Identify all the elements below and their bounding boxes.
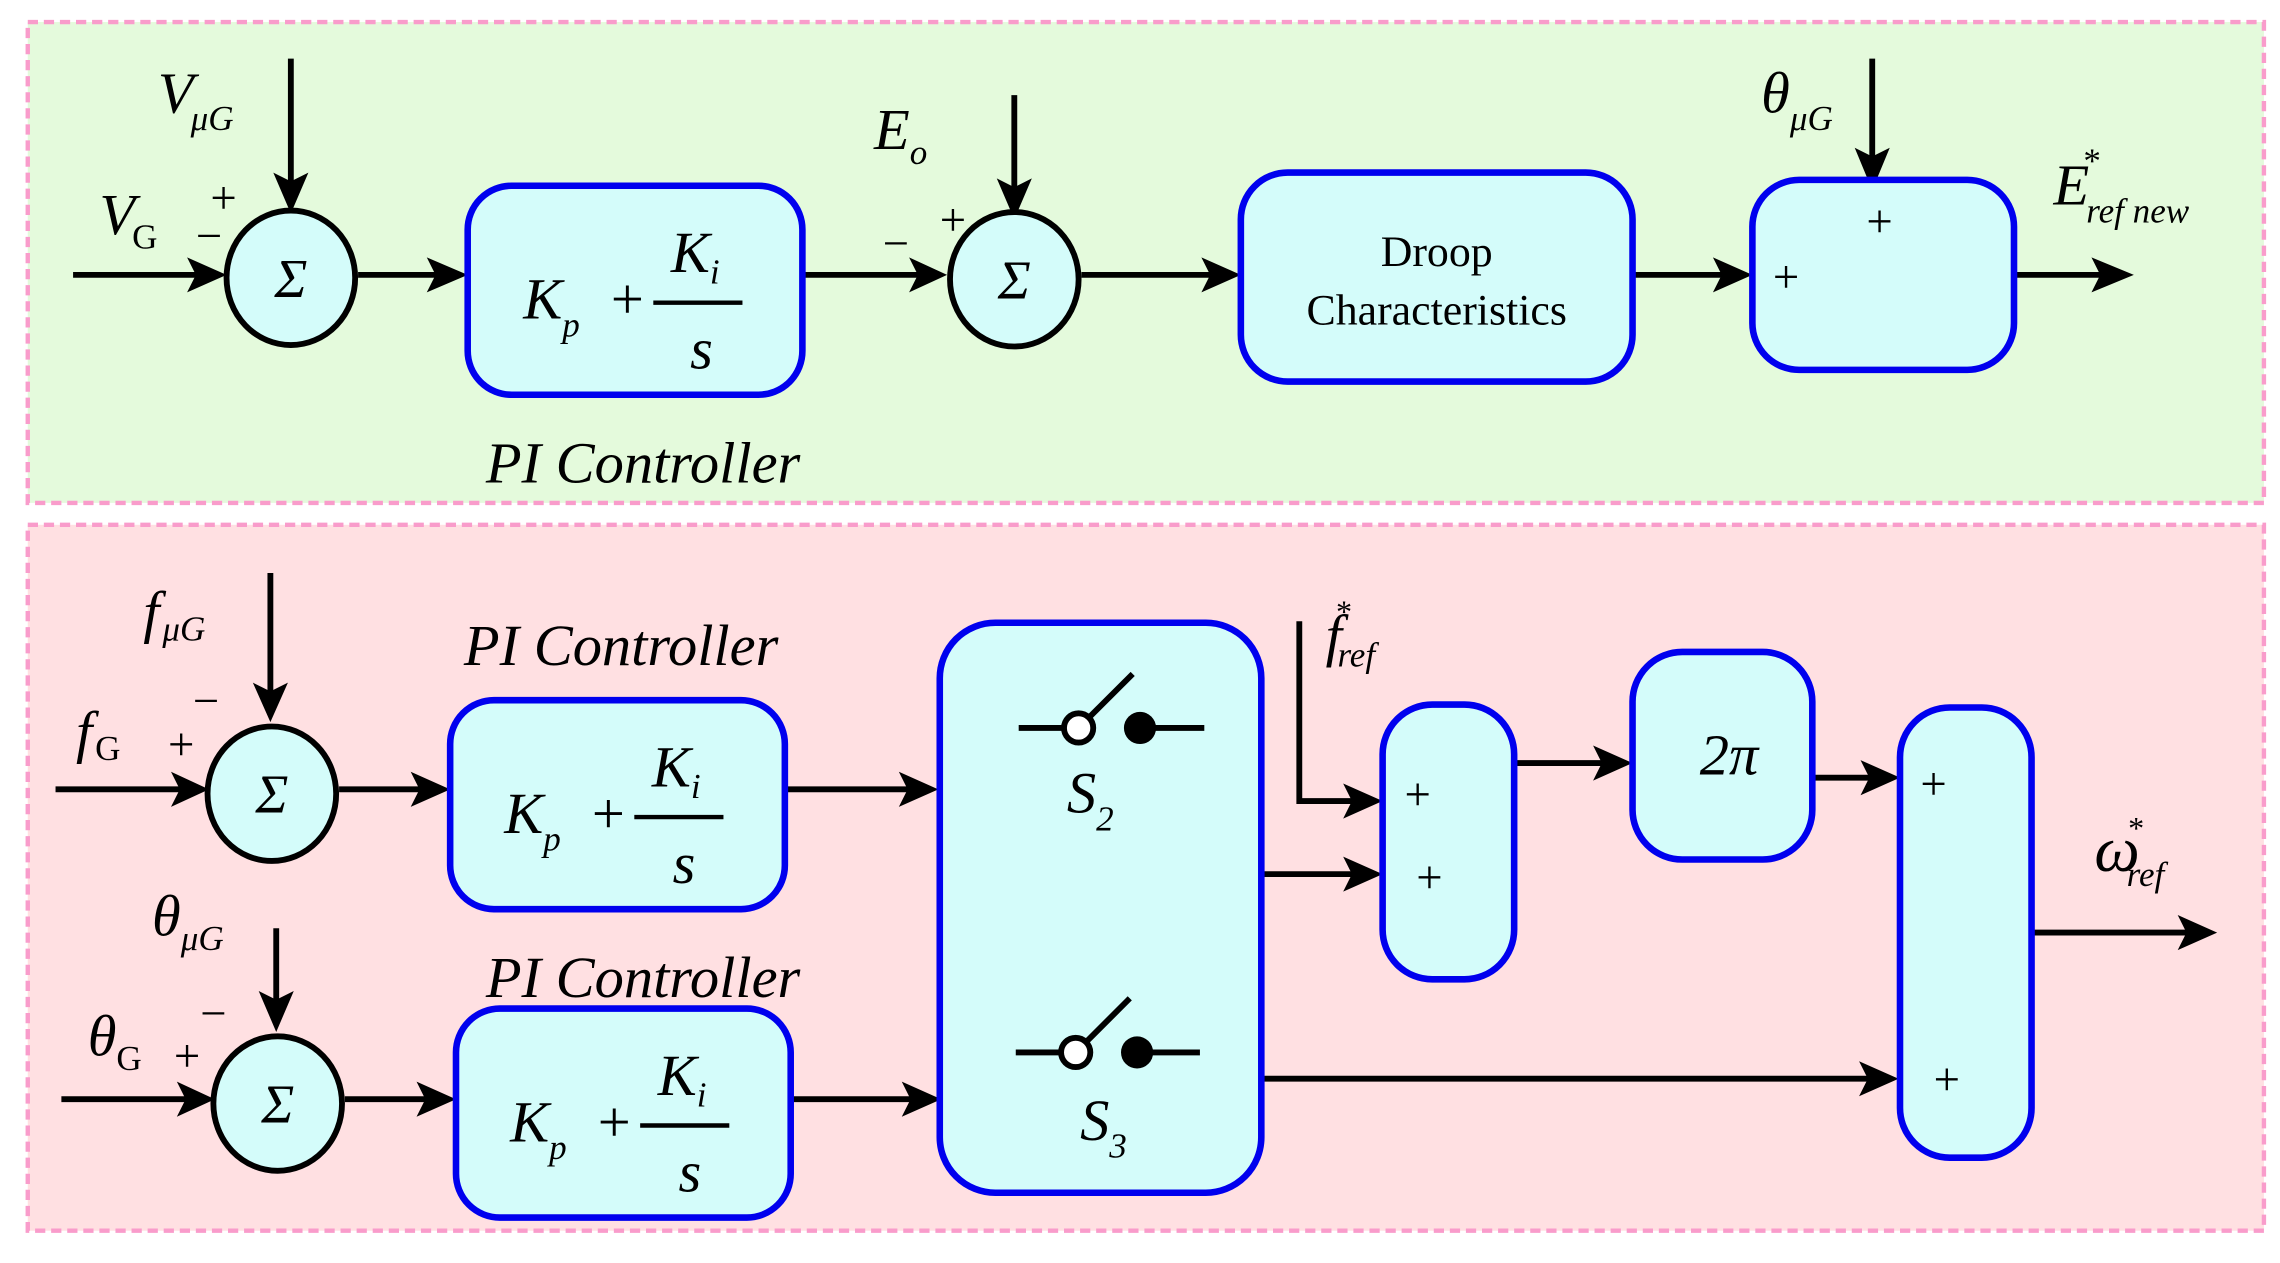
sign-plus: + [1773,251,1799,303]
summing-junction [223,207,359,348]
pi-controller-label: PI Controller [485,430,801,495]
svg-text:+: + [598,1090,631,1155]
sign-minus: − [196,211,222,263]
arrowhead [252,682,288,723]
adder-block [1896,704,2035,1161]
svg-text:s: s [673,831,696,896]
summing-junction [204,723,340,864]
svg-text:Kp: Kp [509,1090,567,1168]
arrowhead [2091,257,2134,293]
sign-plus: + [210,173,236,225]
sign-plus: + [940,194,966,246]
gain-label: 2π [1700,723,1760,788]
sign-minus: − [883,218,909,270]
arrowhead [901,1081,942,1117]
sign-plus: + [1934,1054,1960,1106]
sign-plus: + [1920,759,1946,811]
v-ug-label: VμG [158,61,234,139]
svg-text:s: s [690,316,713,381]
arrowhead [410,771,451,807]
droop-label-line2: Characteristics [1306,287,1566,335]
svg-text:Kp: Kp [522,267,580,345]
sigma-symbol: Σ [260,1075,294,1136]
e-o-label: Eo [873,97,927,172]
pi-controller-label: PI Controller [463,613,779,678]
arrowhead [898,771,939,807]
svg-text:s: s [678,1139,701,1204]
f-ref-label: f*ref [1326,594,1380,675]
sign-plus: + [168,719,194,771]
svg-text:Ki: Ki [670,220,720,292]
sign-minus: − [193,675,219,727]
adder-block [1379,701,1518,983]
sign-plus: + [1866,196,1892,248]
sign-plus: + [1416,852,1442,904]
arrowhead [1859,1061,1899,1097]
theta-g-label: θG [88,1003,142,1078]
omega-ref-label: ω*ref [2094,810,2168,894]
top-wires [73,58,2134,293]
pi-transfer-function: Kp + Ki s [503,734,724,896]
v-g-label: VG [99,182,157,257]
arrowhead [996,178,1032,220]
svg-text:Kp: Kp [503,781,561,859]
arrowhead [273,172,309,214]
pi-controller-label: PI Controller [485,945,801,1010]
droop-characteristics-block [1237,169,1636,385]
arrowhead [416,1081,456,1117]
switch-s2[interactable] [1018,671,1205,746]
bottom-wires [55,573,2218,1117]
svg-text:Ki: Ki [657,1043,707,1115]
svg-text:Ki: Ki [651,734,701,806]
droop-label-line1: Droop [1381,228,1493,276]
switch-s3[interactable] [1015,996,1200,1070]
arrowhead [1712,257,1753,293]
arrowhead [909,257,948,293]
sigma-symbol: Σ [254,765,288,826]
summing-junction [210,1033,345,1174]
arrowhead [2177,915,2218,951]
sign-minus: − [200,988,226,1040]
arrowhead [1593,745,1633,781]
sigma-symbol: Σ [997,250,1031,311]
arrowhead [1201,257,1241,293]
theta-ug-label: θμG [1761,61,1833,139]
arrowhead [1854,147,1890,191]
summing-junction [947,209,1082,350]
gain-block [1629,648,1816,863]
arrowhead [171,771,209,807]
svg-text:+: + [592,781,625,846]
arrowhead [176,1081,215,1117]
theta-ug-label: θμG [152,883,224,958]
pi-controller-block [446,696,789,913]
svg-text:+: + [611,267,644,332]
adder-block [1749,176,2018,374]
pi-transfer-function: Kp + Ki s [509,1043,730,1204]
arrowhead [258,991,294,1032]
arrowhead [1343,783,1383,819]
pi-controller-block [452,1005,794,1221]
pi-controller-block [464,182,806,399]
sigma-symbol: Σ [273,249,307,310]
switch-s2-label: S2 [1067,761,1114,839]
sign-plus: + [1405,769,1431,821]
arrowhead [426,257,468,293]
switch-s3-label: S3 [1080,1088,1127,1166]
arrowhead [1343,856,1383,892]
arrowhead [1860,760,1900,796]
pi-transfer-function: Kp + Ki s [522,220,743,381]
e-ref-new-label: E*ref new [2052,142,2189,231]
sign-plus: + [174,1030,200,1082]
arrowhead [187,257,227,293]
